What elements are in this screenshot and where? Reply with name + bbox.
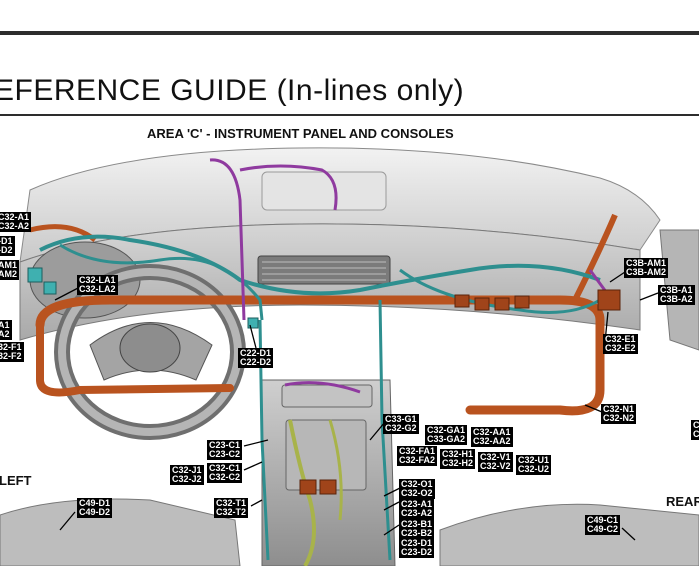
area-title: AREA 'C' - INSTRUMENT PANEL AND CONSOLES (147, 126, 454, 141)
title-text: EFERENCE GUIDE (0, 74, 268, 107)
title-subtitle: (In-lines only) (276, 74, 465, 107)
connector-label-d1-d2: -D1-D2 (0, 236, 15, 256)
top-rule (0, 31, 699, 35)
page-title: EFERENCE GUIDE (In-lines only) (0, 74, 464, 108)
title-rule (0, 114, 699, 116)
rear-view-label: REAR (666, 494, 699, 509)
left-view-label: LEFT (0, 473, 32, 488)
